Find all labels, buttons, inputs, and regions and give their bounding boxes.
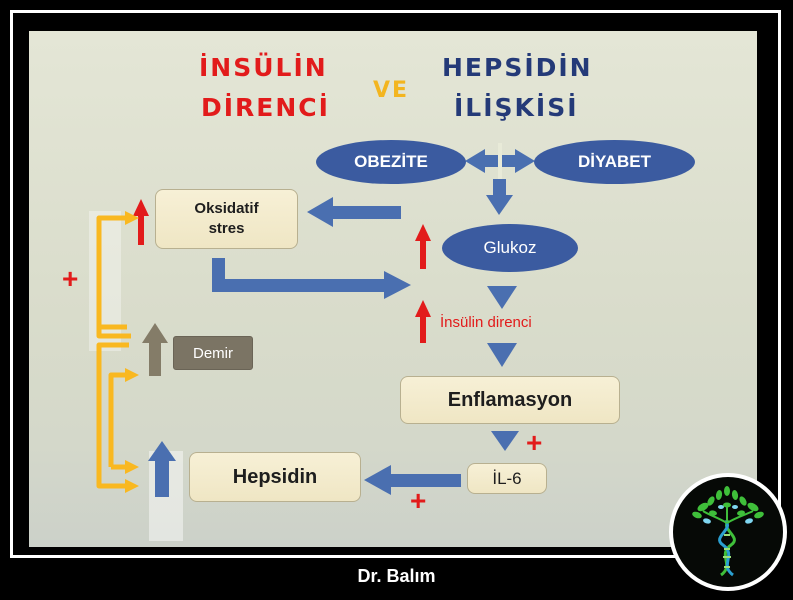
demir-up-arrow-icon (142, 323, 168, 376)
oksidatif-line2: stres (208, 220, 245, 237)
diagram-links (89, 143, 535, 541)
arrow-enflamasyon-to-il6 (491, 431, 519, 451)
node-il6: İL-6 (467, 463, 547, 494)
feedback-arrowhead (125, 211, 139, 225)
node-diyabet: DİYABET (534, 140, 695, 184)
node-enflamasyon: Enflamasyon (400, 376, 620, 424)
feedback-arrowhead (125, 368, 139, 382)
node-glukoz: Glukoz (442, 224, 578, 272)
title-insulin: İNSÜLİN (199, 53, 328, 82)
arrow-glukoz-to-oksidatif (307, 197, 401, 227)
footer-author: Dr. Balım (357, 566, 436, 586)
title-iliskisi: İLİŞKİSİ (454, 93, 579, 122)
label-insulin-direnci: İnsülin direnci (440, 314, 532, 331)
plus-sign-hepsidin: + (410, 485, 427, 516)
node-obezite: OBEZİTE (316, 140, 466, 184)
arrow-oksidatif-to-insulin (212, 258, 411, 299)
arrow-il6-to-hepsidin (364, 465, 461, 495)
feedback-arrowhead (125, 460, 139, 474)
up-arrow-icon (415, 224, 431, 269)
obezite-diyabet-connector (465, 143, 535, 179)
title-connector: VE (373, 78, 410, 103)
arrow-to-glukoz (486, 179, 513, 215)
slide-frame (10, 10, 781, 558)
feedback-bracket-upper (96, 215, 131, 339)
plus-sign-feedback: + (62, 263, 79, 294)
plus-sign-il6: + (526, 427, 543, 458)
slide: İNSÜLİN DİRENCİ VE HEPSİDİN İLİŞKİSİ OBE… (29, 31, 757, 547)
node-oksidatif-stres: Oksidatif stres (155, 189, 298, 249)
arrow-insulin-to-enflamasyon (487, 343, 517, 367)
title-hepsidin: HEPSİDİN (442, 53, 593, 82)
up-arrow-icon (415, 300, 431, 343)
feedback-arrowhead (125, 479, 139, 493)
oksidatif-line1: Oksidatif (194, 200, 259, 217)
feedback-bracket-lower (96, 342, 129, 489)
hepsidin-up-arrow-icon (148, 441, 176, 497)
title-direnci: DİRENCİ (201, 93, 330, 122)
node-hepsidin: Hepsidin (189, 452, 361, 502)
tree-dna-logo-icon (669, 473, 787, 591)
up-arrow-icon (133, 199, 149, 245)
node-demir: Demir (173, 336, 253, 370)
arrow-glukoz-to-insulin (487, 286, 517, 309)
